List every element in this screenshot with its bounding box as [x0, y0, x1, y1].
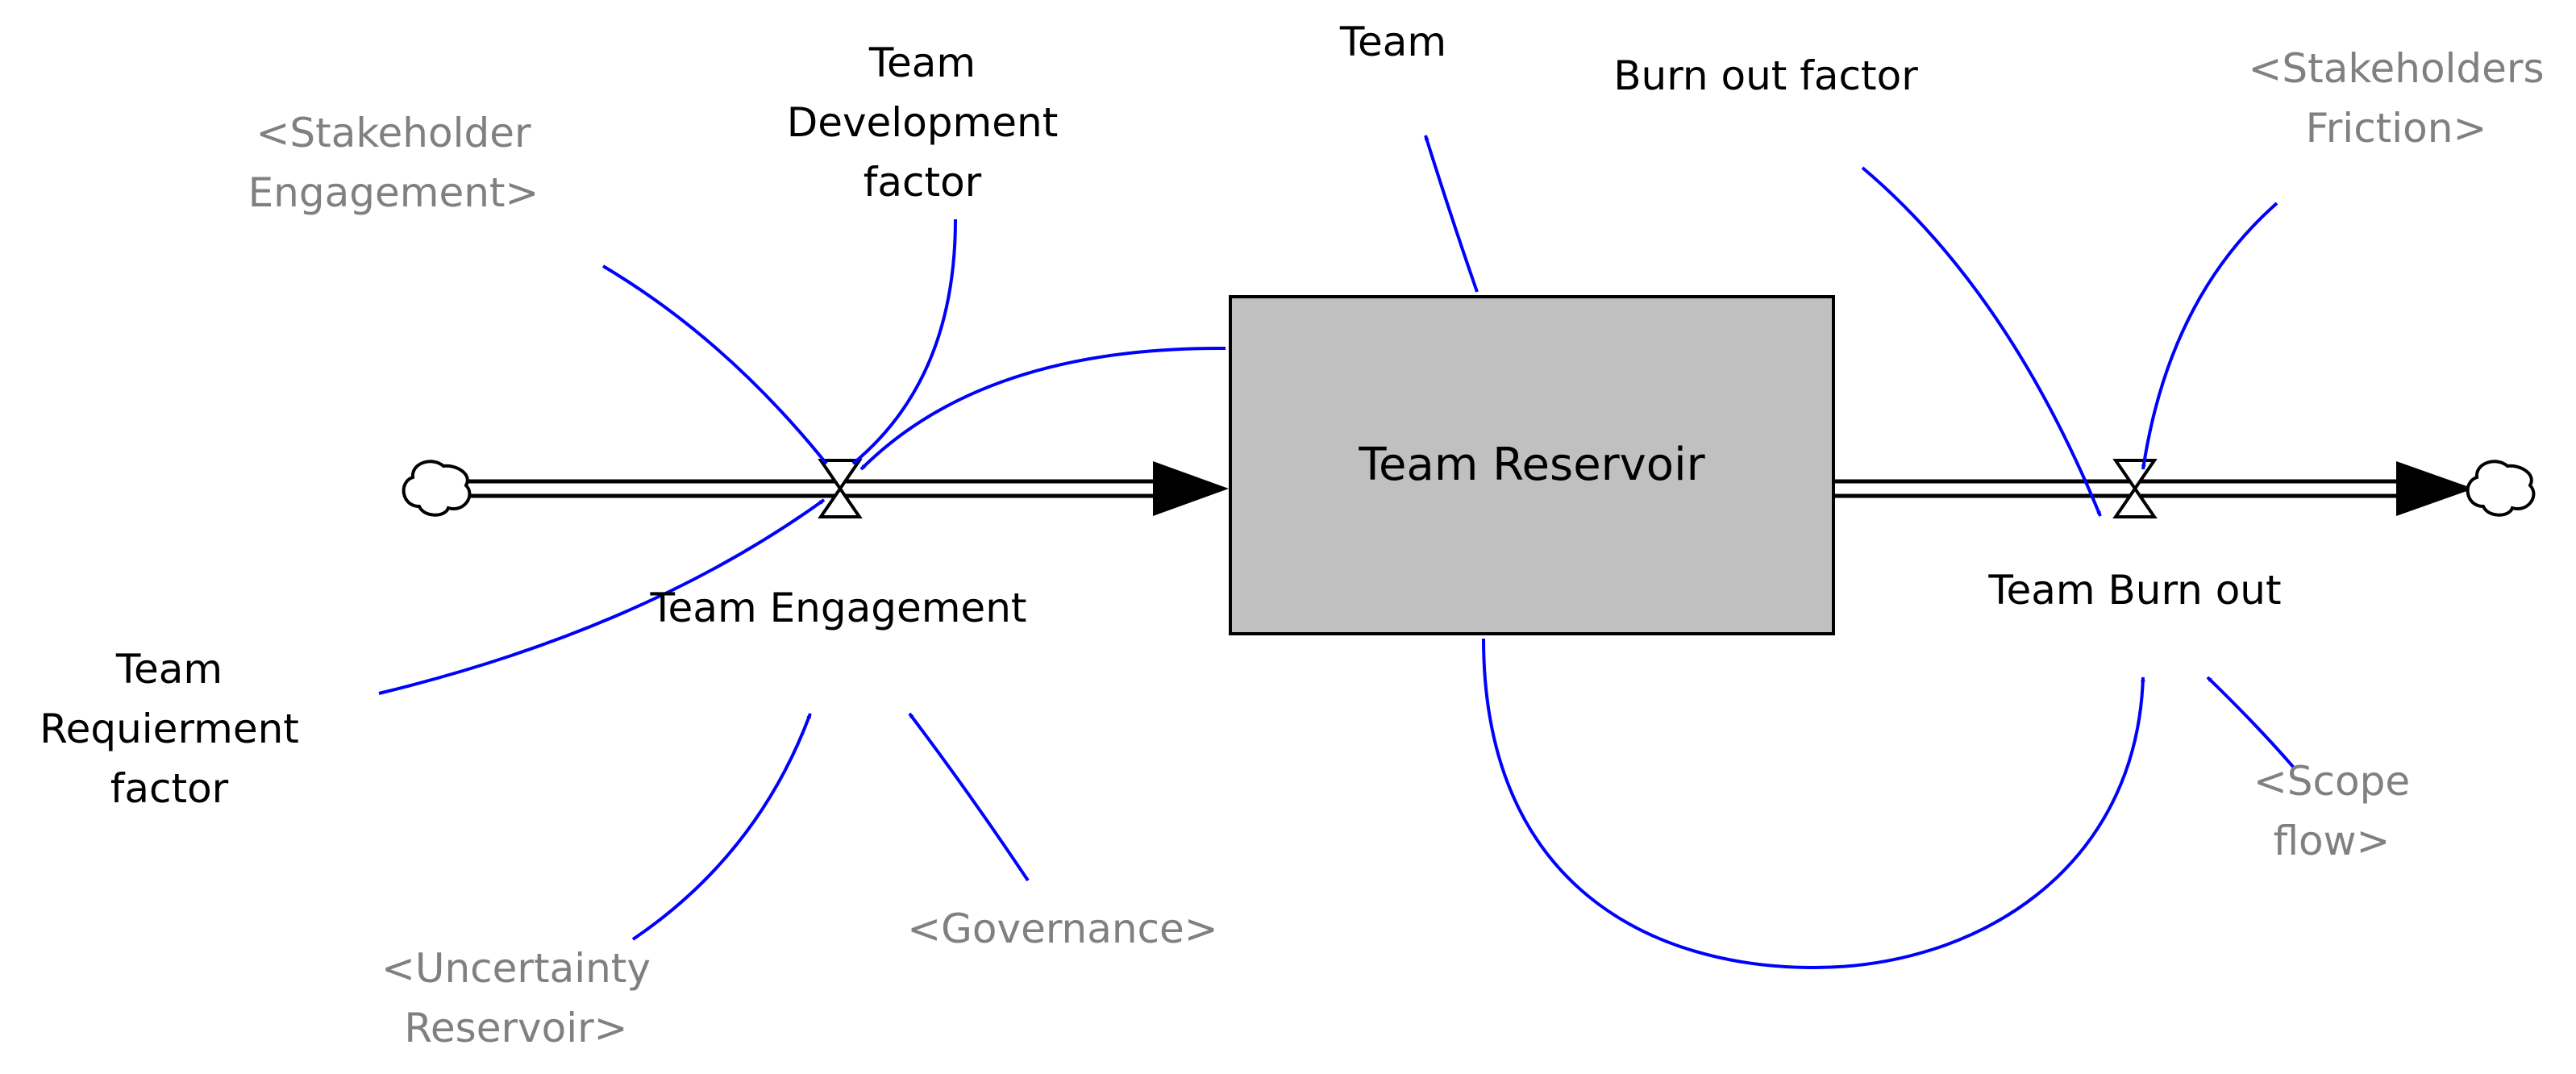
link-stakeholders-friction-to-team-burn-out: [2141, 202, 2278, 470]
outflow-arrowhead: [2396, 461, 2474, 516]
uncertainty-reservoir-shadow-label[interactable]: <Uncertainty Reservoir>: [381, 945, 651, 1051]
team-variable-label[interactable]: Team: [1339, 19, 1447, 65]
link-team-development-factor-to-team-engagement: [851, 219, 957, 465]
inflow-arrowhead: [1153, 461, 1229, 516]
outflow-pipe: [1835, 461, 2474, 516]
link-burn-out-factor-to-team-burn-out: [1861, 166, 2102, 517]
inflow-valve-icon: [818, 459, 863, 518]
scope-flow-shadow-label[interactable]: <Scope flow>: [2253, 758, 2411, 864]
link-governance-to-team-engagement: [908, 712, 1030, 882]
inflow-pipe: [466, 461, 1229, 516]
stakeholder-engagement-shadow-label[interactable]: <Stakeholder Engagement>: [248, 110, 539, 216]
team-burn-out-flow-label[interactable]: Team Burn out: [1988, 567, 2282, 614]
link-team-reservoir-to-team-engagement: [859, 346, 1226, 471]
link-scope-flow-to-team-burn-out: [2206, 676, 2295, 769]
link-team-reservoir-to-team-burn-out: [1482, 638, 2145, 970]
team-reservoir-label: Team Reservoir: [1359, 439, 1705, 491]
cloud-sink-icon: [2466, 460, 2536, 517]
outflow-valve-icon: [2112, 459, 2158, 518]
team-requierment-factor-label[interactable]: Team Requierment factor: [40, 646, 299, 812]
team-development-factor-label[interactable]: Team Development factor: [786, 40, 1059, 206]
link-team-requierment-factor-to-team-engagement: [378, 498, 826, 695]
link-stakeholder-engagement-to-team-engagement: [601, 264, 828, 465]
stakeholders-friction-shadow-label[interactable]: <Stakeholders Friction>: [2248, 45, 2545, 152]
governance-shadow-label[interactable]: <Governance>: [907, 905, 1218, 952]
link-team-reservoir-to-team: [1424, 135, 1479, 293]
team-engagement-flow-label[interactable]: Team Engagement: [650, 585, 1027, 631]
cloud-source-icon: [402, 460, 472, 517]
burn-out-factor-label[interactable]: Burn out factor: [1613, 52, 1918, 99]
link-uncertainty-reservoir-to-team-engagement: [631, 713, 812, 941]
team-reservoir-stock[interactable]: Team Reservoir: [1229, 295, 1835, 635]
